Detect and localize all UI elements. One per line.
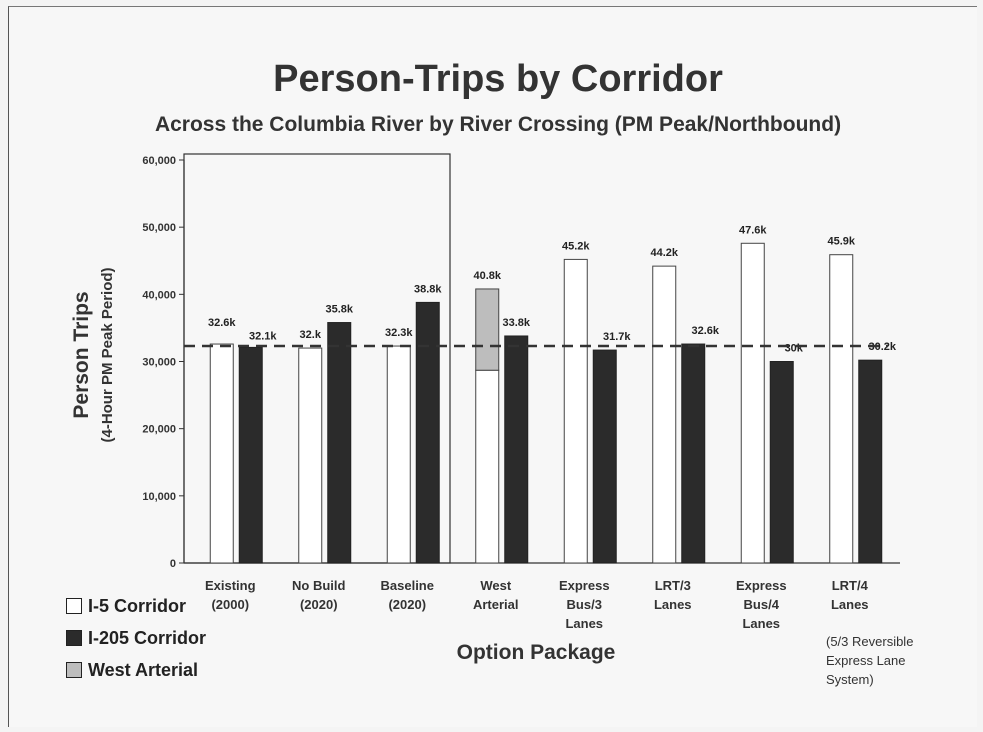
legend-swatch-i205 <box>66 630 82 646</box>
bar-i5 <box>209 343 234 564</box>
data-label-i5: 32.6k <box>208 317 236 329</box>
x-tick-label: Arterial <box>473 597 519 612</box>
data-label-i205: 30.2k <box>868 341 896 353</box>
x-tick-label: Lanes <box>831 597 869 612</box>
footnote: (5/3 Reversible Express Lane System) <box>826 634 914 687</box>
x-tick-label: Express <box>736 578 787 593</box>
x-tick-label: LRT/3 <box>655 578 691 593</box>
bar-west-arterial <box>475 288 500 371</box>
bar-i205 <box>681 343 706 564</box>
legend-label-i5: I-5 Corridor <box>88 595 187 616</box>
data-label-i5: 32.3k <box>385 327 413 339</box>
plot-area: 0 10,000 20,000 30,000 40,000 50,000 60,000 32.… <box>142 153 900 631</box>
bar-i205 <box>769 361 794 564</box>
x-tick-label: No Build <box>292 578 345 593</box>
x-tick-label: (2000) <box>211 597 249 612</box>
bar-i5 <box>475 369 500 564</box>
x-tick-label: Bus/4 <box>744 597 780 612</box>
x-tick-label: (2020) <box>300 597 338 612</box>
y-axis-label: Person Trips <box>70 291 93 418</box>
x-axis-label: Option Package <box>457 641 616 664</box>
data-label-i205: 33.8k <box>502 317 530 329</box>
legend-swatch-i5 <box>66 598 82 614</box>
x-tick-label: Existing <box>205 578 256 593</box>
legend-item-west: West Arterial <box>66 654 206 686</box>
data-label-i5: 44.2k <box>650 247 678 259</box>
x-tick-label: Express <box>559 578 610 593</box>
x-tick-label: Lanes <box>742 616 780 631</box>
bar-i205 <box>504 335 529 564</box>
x-tick-label: Lanes <box>565 616 603 631</box>
y-tick-label: 0 <box>170 558 176 570</box>
data-label-i205: 38.8k <box>414 283 442 295</box>
bar-i205 <box>415 301 440 564</box>
bar-i5 <box>652 265 677 564</box>
data-label-i5: 45.2k <box>562 240 590 252</box>
x-tick-label: LRT/4 <box>832 578 869 593</box>
y-tick-label: 10,000 <box>142 491 176 503</box>
data-label-i205: 35.8k <box>325 304 353 316</box>
bar-i5 <box>829 254 854 564</box>
x-tick-label: Lanes <box>654 597 692 612</box>
chart-title: Person-Trips by Corridor <box>273 58 723 100</box>
data-label-i205: 31.7k <box>603 331 631 343</box>
legend: I-5 Corridor I-205 Corridor West Arteria… <box>66 590 206 686</box>
data-label-i205: 32.1k <box>249 330 277 342</box>
data-label-i205: 32.6k <box>691 325 719 337</box>
data-label-i205: 30k <box>785 343 804 355</box>
bar-i5 <box>740 242 765 564</box>
x-tick-label: Bus/3 <box>567 597 602 612</box>
bar-i5 <box>563 258 588 564</box>
bar-i205 <box>238 346 263 564</box>
chart-subtitle: Across the Columbia River by River Cross… <box>155 113 841 136</box>
legend-swatch-west <box>66 662 82 678</box>
data-label-i5: 32.k <box>300 329 322 341</box>
data-label-i5: 40.8k <box>473 270 501 282</box>
x-tick-label: (2020) <box>388 597 426 612</box>
bar-i205 <box>327 322 352 564</box>
y-tick-label: 50,000 <box>142 222 176 234</box>
y-axis-sublabel: (4-Hour PM Peak Period) <box>99 267 116 442</box>
legend-item-i5: I-5 Corridor <box>66 590 206 622</box>
legend-label-i205: I-205 Corridor <box>88 627 207 648</box>
legend-item-i205: I-205 Corridor <box>66 622 206 654</box>
bar-i5 <box>386 345 411 564</box>
y-tick-label: 60,000 <box>142 155 176 167</box>
y-axis-title: Person Trips (4-Hour PM Peak Period) <box>70 267 116 442</box>
x-tick-label: Baseline <box>381 578 434 593</box>
y-tick-label: 20,000 <box>142 424 176 436</box>
bar-i205 <box>858 359 883 564</box>
y-tick-label: 40,000 <box>142 289 176 301</box>
legend-label-west: West Arterial <box>88 659 199 680</box>
data-label-i5: 47.6k <box>739 224 767 236</box>
x-tick-label: West <box>480 578 511 593</box>
bar-i5 <box>298 347 323 564</box>
y-tick-label: 30,000 <box>142 357 176 369</box>
data-label-i5: 45.9k <box>827 236 855 248</box>
bar-i205 <box>592 349 617 564</box>
